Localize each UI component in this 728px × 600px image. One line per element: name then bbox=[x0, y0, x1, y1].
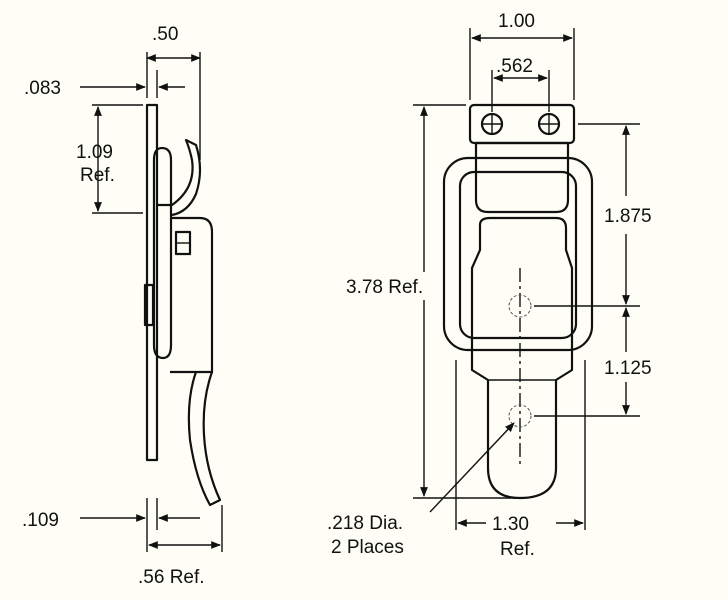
dim-side-bottom-thickness: .109 bbox=[22, 510, 59, 531]
side-base-plate bbox=[145, 103, 159, 462]
dim-side-thickness: .083 bbox=[24, 78, 61, 99]
front-view: 1.00 .562 3.78 Ref. 1.875 1.125 .218 Dia… bbox=[327, 11, 652, 560]
dim-side-hook-height-value: 1.09 bbox=[76, 142, 113, 163]
front-hole-lower bbox=[508, 404, 532, 428]
dim-front-overall-width: 1.00 bbox=[498, 11, 535, 32]
side-catch-hook bbox=[157, 138, 202, 217]
dim-front-overall-length: 3.78 Ref. bbox=[346, 277, 423, 298]
front-lever-body bbox=[470, 216, 574, 500]
dim-front-hole-spacing: .562 bbox=[496, 56, 533, 77]
dim-front-bottom-width-value: 1.30 bbox=[492, 514, 529, 535]
front-bail-outer bbox=[442, 156, 594, 352]
dim-front-bottom-width-ref: Ref. bbox=[500, 539, 535, 560]
side-hinge-knuckle bbox=[143, 283, 155, 327]
side-handle-tail bbox=[187, 371, 222, 507]
dim-side-overall-depth: .56 Ref. bbox=[138, 567, 205, 588]
dim-front-hole-note-dia: .218 Dia. bbox=[327, 513, 403, 534]
dim-front-hole-to-hole: 1.125 bbox=[604, 358, 652, 379]
dim-side-top-width: .50 bbox=[152, 24, 178, 45]
dim-front-upper-length: 1.875 bbox=[604, 206, 652, 227]
dim-front-hole-note-places: 2 Places bbox=[331, 537, 404, 558]
side-view: .50 .083 1.09 Ref. .109 .56 Ref. bbox=[22, 24, 223, 588]
front-hole-upper bbox=[508, 294, 532, 318]
front-catch-plate bbox=[474, 141, 570, 214]
side-bail-loop bbox=[152, 146, 173, 360]
front-bail-inner bbox=[458, 170, 578, 340]
dim-side-hook-height-ref: Ref. bbox=[80, 165, 115, 186]
side-lever-body bbox=[170, 216, 214, 374]
